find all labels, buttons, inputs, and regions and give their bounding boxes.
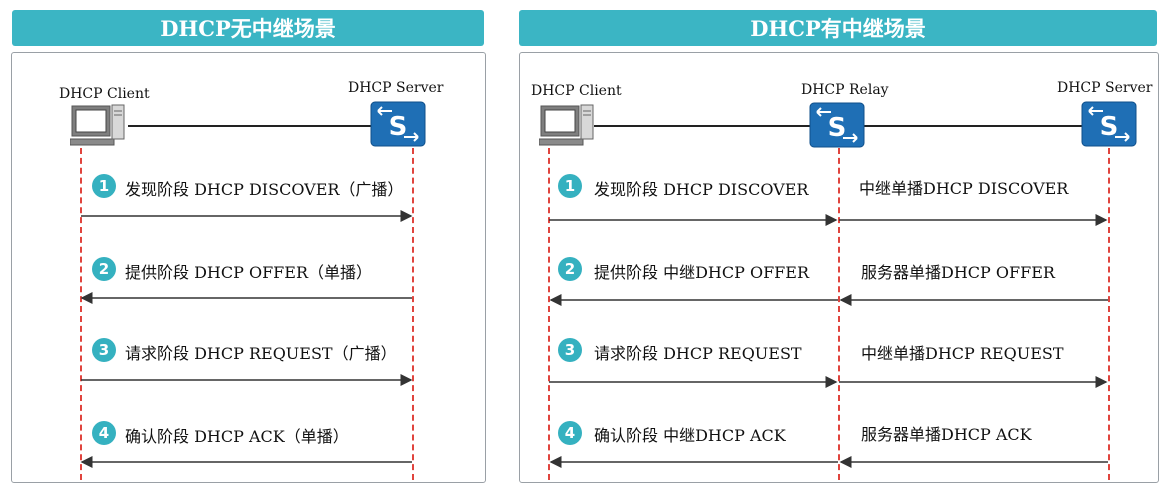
left-step-3-label: 请求阶段 DHCP REQUEST（广播）	[125, 344, 397, 363]
right-client-lifeline	[548, 148, 550, 480]
switch-icon: S	[1081, 101, 1137, 147]
left-step-2-badge: 2	[92, 257, 116, 281]
left-step-2-label: 提供阶段 DHCP OFFER（单播）	[125, 263, 373, 282]
right-step-1-label: 发现阶段 DHCP DISCOVER	[594, 180, 809, 199]
left-step-1-badge: 1	[92, 174, 116, 198]
right-relay-label: DHCP Relay	[801, 82, 889, 98]
switch-icon: S	[809, 102, 865, 148]
right-step-4-relay-label: 服务器单播DHCP ACK	[861, 425, 1032, 444]
right-step-4-label: 确认阶段 中继DHCP ACK	[594, 426, 786, 445]
left-step-3-badge: 3	[92, 338, 116, 362]
right-server-label: DHCP Server	[1057, 80, 1153, 96]
right-step-2-label: 提供阶段 中继DHCP OFFER	[594, 263, 810, 282]
right-step-1-badge: 1	[558, 174, 582, 198]
switch-icon: S	[370, 101, 426, 147]
right-step-4-badge: 4	[558, 421, 582, 445]
left-link-line	[128, 125, 374, 127]
right-step-2-badge: 2	[558, 257, 582, 281]
left-server-label: DHCP Server	[348, 80, 444, 96]
right-relay-lifeline	[838, 148, 840, 480]
left-step-1-label: 发现阶段 DHCP DISCOVER（广播）	[125, 180, 404, 199]
right-server-lifeline	[1108, 148, 1110, 480]
right-panel-title: DHCP有中继场景	[519, 10, 1157, 46]
computer-icon	[69, 103, 128, 149]
svg-text:S: S	[1100, 112, 1119, 142]
left-panel-title: DHCP无中继场景	[12, 10, 484, 46]
svg-text:S: S	[828, 113, 847, 143]
right-client-label: DHCP Client	[531, 83, 622, 99]
left-client-label: DHCP Client	[59, 86, 150, 102]
computer-icon	[538, 103, 597, 149]
right-step-3-label: 请求阶段 DHCP REQUEST	[594, 344, 802, 363]
left-step-4-label: 确认阶段 DHCP ACK（单播）	[125, 427, 349, 446]
left-server-lifeline	[412, 148, 414, 480]
right-step-2-relay-label: 服务器单播DHCP OFFER	[861, 263, 1055, 282]
right-step-1-relay-label: 中继单播DHCP DISCOVER	[859, 179, 1069, 198]
left-client-lifeline	[80, 148, 82, 480]
right-step-3-relay-label: 中继单播DHCP REQUEST	[861, 344, 1064, 363]
right-step-3-badge: 3	[558, 338, 582, 362]
right-link-line-2	[864, 125, 1084, 127]
left-step-4-badge: 4	[92, 421, 116, 445]
right-link-line-1	[594, 125, 812, 127]
svg-text:S: S	[389, 112, 408, 142]
